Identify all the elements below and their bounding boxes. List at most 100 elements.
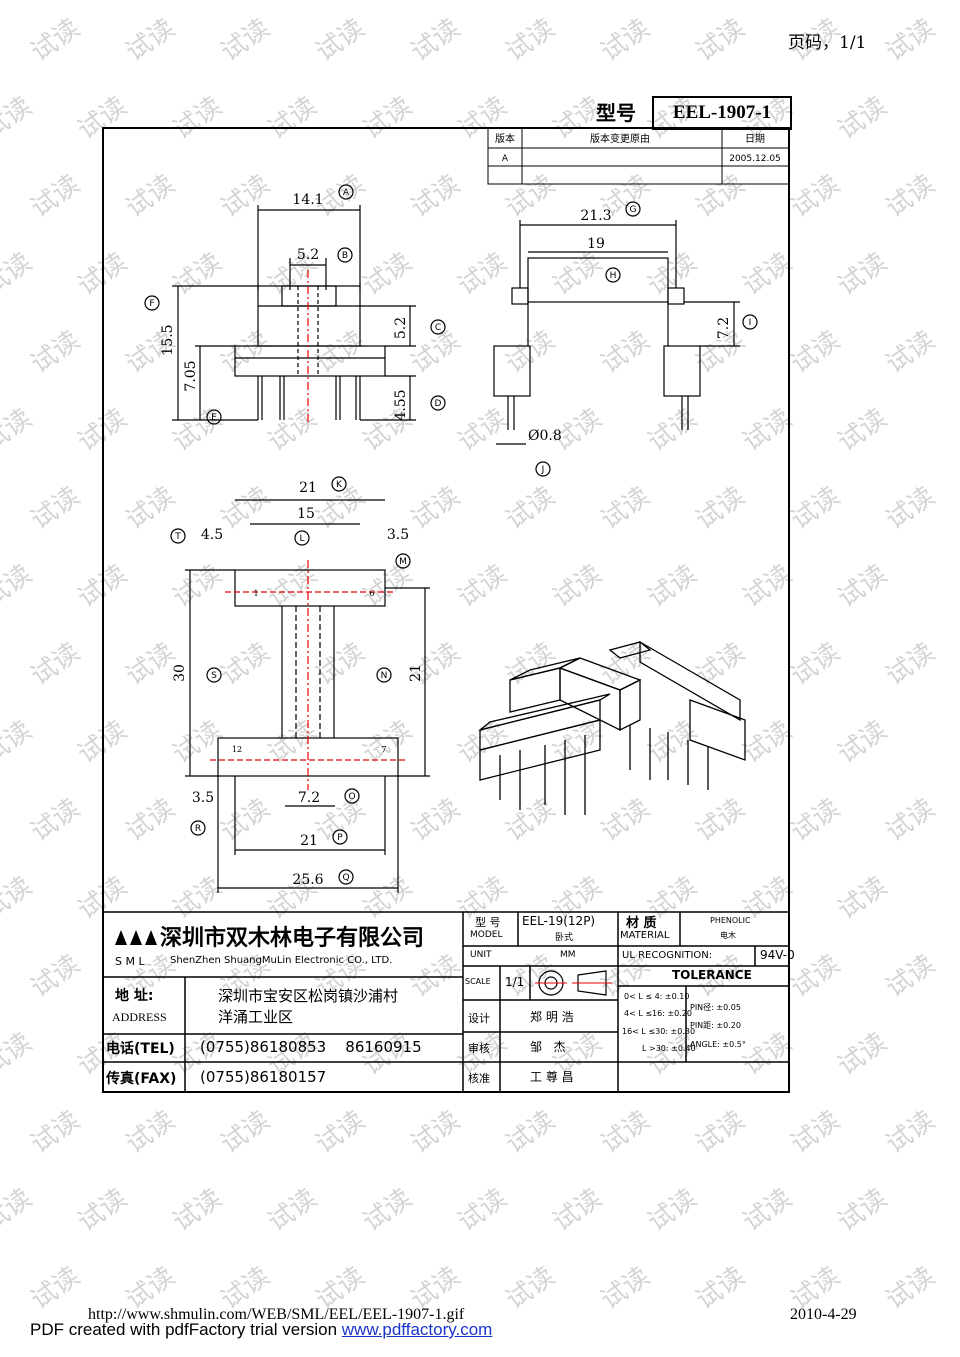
check-value: 邹 杰 (530, 1040, 566, 1054)
dim-S-value: 30 (172, 664, 188, 682)
model-sub: 卧式 (555, 933, 574, 943)
svg-text:L: L (299, 534, 304, 544)
svg-text:A: A (343, 188, 350, 198)
approve-label: 核准 (468, 1072, 490, 1085)
material-label-en: MATERIAL (620, 930, 670, 941)
tolerance-line-3: 16< L ≤30: ±0.30 (622, 1027, 696, 1036)
svg-text:S: S (211, 671, 217, 681)
svg-text:D: D (435, 399, 442, 409)
front-view (172, 205, 416, 425)
svg-text:Q: Q (342, 873, 349, 883)
svg-text:H: H (610, 271, 617, 281)
model-label: 型号 (596, 101, 636, 125)
svg-text:T: T (174, 532, 181, 542)
dim-T-value: 4.5 (201, 527, 223, 543)
fax-value: (0755)86180157 (200, 1068, 327, 1086)
svg-text:C: C (435, 323, 441, 333)
dim-L-value: 15 (297, 506, 315, 522)
dim-J-value: Ø0.8 (528, 428, 562, 444)
dim-M-value: 3.5 (387, 527, 409, 543)
tel-label: 电话(TEL) (106, 1041, 175, 1057)
svg-text:N: N (381, 671, 388, 681)
model-label-cn: 型 号 (475, 916, 501, 929)
approve-value: 工 尊 昌 (530, 1070, 574, 1084)
svg-text:R: R (195, 824, 201, 834)
svg-text:K: K (336, 480, 343, 490)
design-label: 设计 (468, 1012, 490, 1025)
tolerance-pin-pitch: PIN距: ±0.20 (690, 1021, 741, 1030)
tolerance-line-1: 0< L ≤ 4: ±0.10 (624, 992, 690, 1001)
pin-label-6: 6 (369, 589, 374, 598)
pdf-factory-text: PDF created with pdfFactory trial versio… (30, 1320, 342, 1339)
address-label-cn: 地 址: (115, 988, 154, 1004)
model-value: EEL-19(12P) (522, 914, 596, 928)
footer-url: http://www.shmulin.com/WEB/SML/EEL/EEL-1… (88, 1306, 465, 1323)
rev-row-date: 2005.12.05 (729, 154, 781, 164)
dim-D-value: 4.55 (393, 389, 409, 420)
svg-text:F: F (149, 299, 154, 309)
svg-text:P: P (337, 833, 343, 843)
address-line-1: 深圳市宝安区松岗镇沙浦村 (218, 987, 399, 1005)
svg-text:B: B (342, 251, 348, 261)
dim-K-value: 21 (299, 480, 317, 496)
ul-label: UL RECOGNITION: (622, 950, 713, 961)
company-logo (115, 930, 157, 945)
svg-text:G: G (630, 205, 637, 215)
scale-label: SCALE (465, 977, 491, 986)
tel-value: (0755)86180853 86160915 (200, 1038, 422, 1056)
dim-G-value: 21.3 (580, 208, 611, 224)
tolerance-pin-dia: PIN径: ±0.05 (690, 1003, 741, 1012)
material-sub: 电木 (720, 931, 736, 940)
tolerance-title: TOLERANCE (672, 968, 752, 982)
svg-text:J: J (541, 465, 545, 475)
dim-I-value: 7.2 (716, 317, 732, 339)
company-abbr: S M L (115, 955, 145, 968)
rev-row-version: A (502, 154, 509, 164)
revision-table (487, 127, 790, 185)
dim-Q-value: 25.6 (292, 872, 323, 888)
dim-H-value: 19 (587, 236, 605, 252)
dim-O-value: 7.2 (298, 790, 320, 806)
company-name-en: ShenZhen ShuangMuLin Electronic CO., LTD… (170, 955, 393, 966)
dim-R-value: 3.5 (192, 790, 214, 806)
side-view (493, 220, 740, 445)
title-block-grid (102, 911, 790, 1093)
material-label-cn: 材 质 (626, 916, 657, 931)
pin-label-12: 12 (232, 745, 242, 754)
isometric-view (479, 640, 746, 815)
material-value: PHENOLIC (710, 916, 751, 925)
dim-E-value: 7.05 (183, 360, 199, 391)
dim-B-value: 5.2 (297, 247, 319, 263)
page-number: 页码，1/1 (788, 33, 867, 53)
address-line-2: 洋涌工业区 (218, 1008, 294, 1026)
pin-label-7: 7 (381, 745, 386, 754)
dim-A-value: 14.1 (292, 192, 323, 208)
company-name-cn: 深圳市双木林电子有限公司 (160, 926, 425, 951)
fax-label: 传真(FAX) (106, 1071, 177, 1087)
tolerance-angle: ANGLE: ±0.5° (690, 1040, 746, 1049)
pdf-factory-link[interactable]: www.pdffactory.com (341, 1320, 493, 1339)
address-label-en: ADDRESS (112, 1010, 167, 1024)
rev-header-version: 版本 (495, 132, 515, 145)
unit-label: UNIT (470, 950, 492, 960)
bottom-view (185, 499, 430, 893)
design-value: 郑 明 浩 (530, 1010, 574, 1024)
dim-N-value: 21 (408, 664, 424, 682)
tolerance-line-4: L >30: ±0.40 (642, 1044, 696, 1053)
dim-F-value: 15.5 (160, 324, 176, 355)
reference-markers (144, 184, 758, 885)
tolerance-line-2: 4< L ≤16: ±0.20 (624, 1009, 692, 1018)
svg-text:I: I (749, 318, 752, 328)
model-label-en: MODEL (470, 930, 503, 940)
svg-text:M: M (399, 557, 407, 567)
dim-C-value: 5.2 (393, 317, 409, 339)
pdf-factory-notice: PDF created with pdfFactory trial versio… (30, 1320, 492, 1340)
footer-date: 2010-4-29 (790, 1306, 857, 1323)
dim-P-value: 21 (300, 833, 318, 849)
scale-value: 1/1 (505, 975, 525, 989)
pin-label-1: 1 (253, 589, 258, 598)
rev-header-date: 日期 (745, 133, 765, 145)
rev-header-reason: 版本变更原由 (590, 132, 650, 145)
svg-text:E: E (211, 413, 217, 423)
